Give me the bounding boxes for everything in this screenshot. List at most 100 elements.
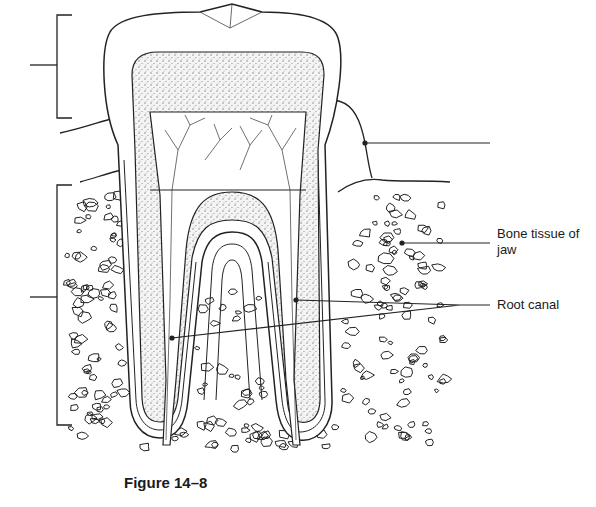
bone-cell (383, 266, 398, 276)
bone-cell (111, 233, 116, 236)
bone-cell (75, 217, 87, 223)
bone-cell (363, 398, 370, 405)
bone-cell (111, 216, 118, 222)
bone-cell (366, 264, 374, 272)
part-label: Bone tissue of jaw (497, 226, 589, 257)
bone-cell (420, 283, 426, 287)
bone-cell (88, 289, 100, 299)
bone-cell (385, 221, 390, 227)
leader-dot (293, 297, 298, 302)
bone-cell (172, 437, 179, 441)
bone-cell (374, 305, 382, 310)
bone-cell (342, 343, 351, 349)
bone-cell (97, 407, 103, 413)
bone-cell (379, 337, 387, 342)
bone-cell (111, 392, 118, 398)
bone-cell (98, 296, 103, 300)
bone-cell (403, 389, 411, 395)
bone-cell (111, 265, 124, 273)
bone-cell (105, 321, 113, 330)
bone-cell (77, 202, 87, 212)
bone-cell (397, 399, 410, 408)
bone-cell (228, 289, 237, 295)
bone-cell (86, 215, 91, 219)
bone-cell (110, 233, 116, 238)
bone-cell (110, 238, 116, 242)
bone-cell (428, 317, 435, 324)
bone-cell (261, 437, 272, 446)
leader-dot (169, 335, 174, 340)
bone-cell (255, 378, 264, 385)
bone-cell (85, 414, 97, 425)
bone-cell (77, 229, 82, 233)
bone-cell (71, 339, 82, 348)
bone-cell (231, 445, 239, 452)
bone-cell (374, 196, 379, 200)
bone-cell (425, 429, 432, 434)
bone-cell (233, 400, 247, 410)
bone-cell (225, 428, 236, 436)
bone-cell (426, 439, 434, 446)
bone-cell (351, 290, 362, 298)
bone-cell (400, 288, 409, 295)
nerve (165, 115, 296, 440)
bone-cell (432, 264, 446, 271)
bone-cell (428, 375, 433, 380)
bone-cell (89, 374, 96, 380)
bone-cell (253, 432, 262, 439)
tooth-outline (104, 4, 341, 440)
bone-cell (106, 205, 110, 209)
bone-cell (229, 374, 234, 377)
bone-cell (259, 386, 264, 390)
bone-cell (101, 418, 113, 428)
bone-cell (342, 394, 354, 403)
bone-cell (112, 379, 123, 388)
bone-cell (91, 246, 97, 250)
bone-cell (109, 292, 117, 299)
bone-cell (246, 438, 251, 443)
figure-caption: Figure 14–8 (124, 474, 207, 492)
bone-cell (242, 428, 250, 432)
bone-cell (381, 277, 390, 285)
bone-cell (400, 379, 405, 383)
bone-cell (68, 394, 77, 400)
bone-cell (68, 427, 73, 431)
bone-cell (85, 202, 99, 211)
leader-line (172, 143, 490, 338)
bone-cell (381, 351, 394, 359)
bone-cell (389, 246, 398, 254)
bone-cell (394, 229, 401, 235)
bone-cell (251, 424, 263, 432)
bone-cell (386, 305, 392, 310)
bone-cell (219, 304, 226, 311)
bone-cell (353, 240, 363, 246)
bone-cell (382, 285, 388, 289)
part-label: Root canal (497, 297, 559, 313)
bone-cell (103, 281, 114, 289)
bone-cell (74, 335, 88, 344)
bone-cell (235, 375, 240, 380)
bone-cell (394, 426, 402, 431)
bone-cell (418, 262, 427, 269)
bone-cell (345, 327, 359, 335)
bone-cell (105, 193, 116, 201)
bone-cell (389, 210, 402, 218)
bone-cell (380, 413, 391, 420)
bone-cell (322, 444, 330, 449)
bone-cell (71, 288, 84, 296)
bone-cell (78, 312, 91, 324)
bone-cell (368, 409, 376, 414)
pulp (150, 112, 306, 445)
bone-cell (400, 194, 411, 201)
bone-cell (353, 359, 360, 367)
bone-cell (393, 195, 400, 201)
bone-cell (118, 360, 127, 366)
bone-cell (408, 422, 415, 428)
leader-dot (362, 140, 367, 145)
bone-cell (438, 202, 445, 209)
bone-cell (198, 305, 208, 313)
bone-cell (92, 414, 103, 420)
bone-cell (332, 425, 339, 430)
bone-cell (401, 432, 410, 441)
bone-cell (359, 229, 370, 237)
